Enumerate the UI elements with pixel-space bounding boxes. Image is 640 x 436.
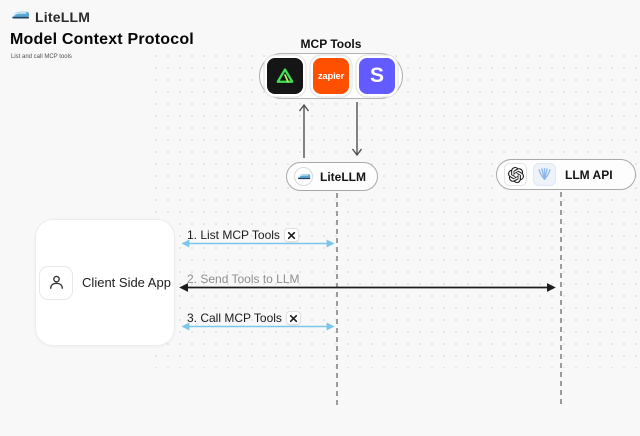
seq-step-2-label: 2. Send Tools to LLM: [187, 272, 300, 286]
seq-step-3-label: 3. Call MCP Tools: [187, 311, 282, 325]
connector-litellm-to-mcp: [298, 103, 310, 158]
zapier-logo-icon: zapier: [313, 58, 349, 94]
person-icon: [39, 265, 74, 300]
triangle-tool-logo-icon: [267, 58, 303, 94]
client-side-app-label: Client Side App: [82, 275, 171, 290]
llm-api-node: LLM API: [496, 159, 636, 190]
litellm-train-logo-icon: [11, 8, 30, 26]
seq-step-3: 3. Call MCP Tools: [187, 311, 301, 325]
stripe-logo-icon: S: [359, 58, 395, 94]
connector-mcp-to-litellm: [351, 102, 363, 157]
litellm-node-label: LiteLLM: [320, 169, 366, 184]
litellm-node-logo-icon: [294, 167, 313, 186]
zapier-wordmark: zapier: [317, 70, 345, 82]
brand-name: LiteLLM: [35, 9, 91, 25]
hammer-and-wrench-icon: [283, 228, 299, 242]
litellm-node: LiteLLM: [286, 162, 378, 191]
hammer-and-wrench-icon: [285, 311, 301, 325]
mcp-tools-label: MCP Tools: [300, 37, 362, 51]
stripe-letter: S: [369, 64, 384, 87]
llm-provider-logo-icon: [533, 163, 556, 186]
client-side-app-node: Client Side App: [35, 219, 175, 346]
seq-step-1: 1. List MCP Tools: [187, 228, 299, 242]
page-title: Model Context Protocol: [10, 31, 194, 48]
mcp-tools-node: zapier S: [259, 53, 403, 99]
seq-step-2: 2. Send Tools to LLM: [187, 272, 300, 286]
seq-step-1-label: 1. List MCP Tools: [187, 228, 280, 242]
openai-logo-icon: [504, 163, 527, 186]
page-subtitle: List and call MCP tools: [11, 54, 72, 60]
llm-api-node-label: LLM API: [565, 167, 613, 182]
brand: LiteLLM: [11, 8, 90, 26]
